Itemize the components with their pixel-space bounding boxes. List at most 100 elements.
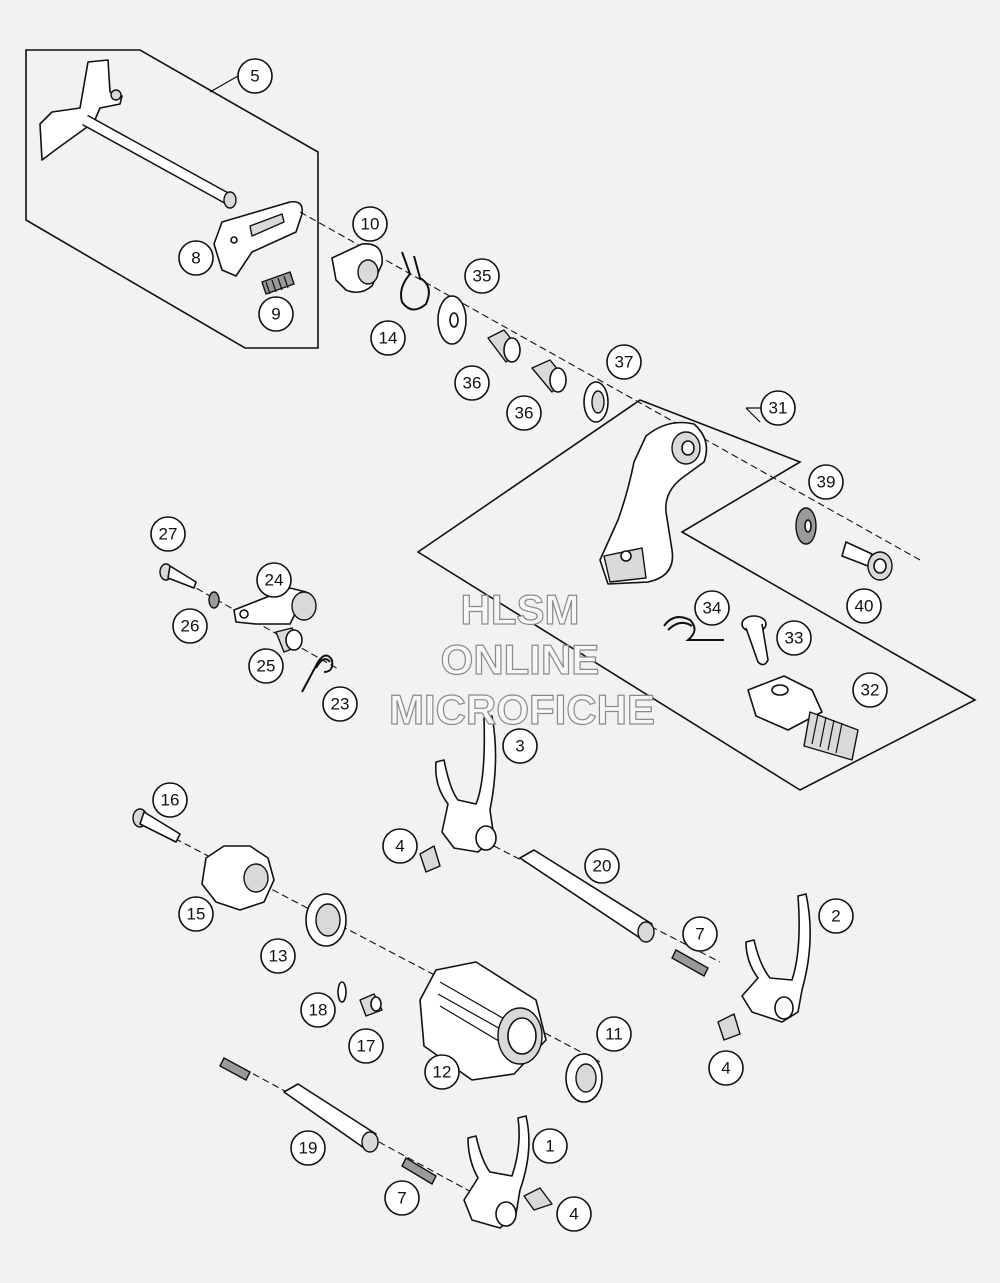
svg-text:1: 1 bbox=[545, 1137, 554, 1156]
callout-27: 27 bbox=[150, 516, 186, 552]
svg-text:18: 18 bbox=[309, 1001, 328, 1020]
svg-text:33: 33 bbox=[785, 629, 804, 648]
callout-37: 37 bbox=[606, 344, 642, 380]
callout-18: 18 bbox=[300, 992, 336, 1028]
svg-text:19: 19 bbox=[299, 1139, 318, 1158]
callout-4b: 4 bbox=[708, 1050, 744, 1086]
star-15-part[interactable] bbox=[201, 845, 275, 911]
callout-34: 34 bbox=[694, 590, 730, 626]
bolt-27-part[interactable] bbox=[159, 563, 197, 589]
watermark-line-1: HLSM bbox=[461, 586, 580, 633]
svg-text:37: 37 bbox=[615, 353, 634, 372]
spring-18-part[interactable] bbox=[337, 981, 347, 1003]
callout-32: 32 bbox=[852, 672, 888, 708]
shift-plate-part[interactable] bbox=[213, 200, 304, 277]
callout-4a: 4 bbox=[382, 828, 418, 864]
fork-3-part[interactable] bbox=[434, 715, 497, 853]
svg-text:5: 5 bbox=[250, 67, 259, 86]
svg-text:36: 36 bbox=[515, 404, 534, 423]
callout-39: 39 bbox=[808, 464, 844, 500]
plate-24-part[interactable] bbox=[233, 587, 317, 625]
callout-8: 8 bbox=[178, 240, 214, 276]
seal-37-part[interactable] bbox=[583, 381, 609, 423]
callout-16: 16 bbox=[152, 782, 188, 818]
shift-lever-31-part[interactable] bbox=[599, 421, 708, 585]
bearing-36a-part[interactable] bbox=[487, 329, 521, 363]
detent-17-part[interactable] bbox=[359, 993, 383, 1017]
svg-text:40: 40 bbox=[855, 597, 874, 616]
pin-4a-part[interactable] bbox=[419, 845, 441, 873]
spring-23-part[interactable] bbox=[301, 654, 334, 693]
callout-13: 13 bbox=[260, 938, 296, 974]
callout-10: 10 bbox=[352, 206, 388, 242]
roller-25-part[interactable] bbox=[275, 627, 303, 653]
callout-40: 40 bbox=[846, 588, 882, 624]
spring-9-part[interactable] bbox=[261, 271, 295, 295]
callout-23: 23 bbox=[322, 686, 358, 722]
spring-7a-part[interactable] bbox=[671, 949, 709, 977]
callout-33: 33 bbox=[776, 620, 812, 656]
lever-10-part[interactable] bbox=[331, 243, 383, 294]
callout-36b: 36 bbox=[506, 395, 542, 431]
rail-20-part[interactable] bbox=[519, 849, 655, 943]
fork-1-part[interactable] bbox=[463, 1115, 530, 1229]
callout-1: 1 bbox=[532, 1128, 568, 1164]
callout-25: 25 bbox=[248, 648, 284, 684]
svg-text:8: 8 bbox=[191, 249, 200, 268]
pin-4b-part[interactable] bbox=[717, 1013, 741, 1041]
washer-39-part[interactable] bbox=[795, 507, 817, 545]
callout-35: 35 bbox=[464, 258, 500, 294]
bearing-13-part[interactable] bbox=[305, 893, 347, 947]
svg-text:20: 20 bbox=[593, 857, 612, 876]
svg-text:7: 7 bbox=[695, 925, 704, 944]
svg-text:24: 24 bbox=[265, 571, 284, 590]
svg-text:36: 36 bbox=[463, 374, 482, 393]
bearing-36b-part[interactable] bbox=[531, 359, 567, 393]
drum-12-part[interactable] bbox=[419, 961, 547, 1081]
axis-upper bbox=[299, 211, 921, 561]
svg-text:14: 14 bbox=[379, 329, 398, 348]
svg-text:12: 12 bbox=[433, 1063, 452, 1082]
callout-2: 2 bbox=[818, 898, 854, 934]
svg-text:15: 15 bbox=[187, 905, 206, 924]
svg-text:10: 10 bbox=[361, 215, 380, 234]
svg-text:3: 3 bbox=[515, 737, 524, 756]
washer-35-part[interactable] bbox=[437, 295, 467, 345]
svg-text:7: 7 bbox=[397, 1189, 406, 1208]
callout-36a: 36 bbox=[454, 365, 490, 401]
callout-5: 5 bbox=[237, 58, 273, 94]
pin-4c-part[interactable] bbox=[523, 1187, 553, 1211]
svg-text:31: 31 bbox=[769, 399, 788, 418]
svg-text:9: 9 bbox=[271, 305, 280, 324]
washer-26-part[interactable] bbox=[208, 591, 220, 609]
callout-26: 26 bbox=[172, 608, 208, 644]
svg-text:4: 4 bbox=[721, 1059, 730, 1078]
clip-14-part[interactable] bbox=[400, 251, 430, 311]
pin-33-part[interactable] bbox=[741, 615, 769, 666]
adapter-32-part[interactable] bbox=[747, 675, 859, 761]
shift-shaft-part[interactable] bbox=[39, 59, 237, 209]
spring-34-part[interactable] bbox=[663, 616, 724, 641]
callout-31: 31 bbox=[760, 390, 796, 426]
bolt-40-part[interactable] bbox=[841, 541, 893, 581]
fork-2-part[interactable] bbox=[741, 893, 811, 1023]
spring-7b-part[interactable] bbox=[401, 1157, 437, 1185]
callout-12: 12 bbox=[424, 1054, 460, 1090]
bolt-16-part[interactable] bbox=[132, 808, 181, 843]
svg-text:32: 32 bbox=[861, 681, 880, 700]
bearing-11-part[interactable] bbox=[565, 1053, 603, 1103]
svg-text:23: 23 bbox=[331, 695, 350, 714]
spring-19a-part[interactable] bbox=[219, 1057, 251, 1081]
svg-text:25: 25 bbox=[257, 657, 276, 676]
callout-24: 24 bbox=[256, 562, 292, 598]
svg-text:27: 27 bbox=[159, 525, 178, 544]
svg-text:11: 11 bbox=[605, 1025, 623, 1044]
callout-7a: 7 bbox=[682, 916, 718, 952]
rail-19-part[interactable] bbox=[283, 1083, 379, 1153]
callout-20: 20 bbox=[584, 848, 620, 884]
callout-15: 15 bbox=[178, 896, 214, 932]
callout-11: 11 bbox=[596, 1016, 632, 1052]
callout-9: 9 bbox=[258, 296, 294, 332]
leader-lines bbox=[209, 75, 778, 423]
